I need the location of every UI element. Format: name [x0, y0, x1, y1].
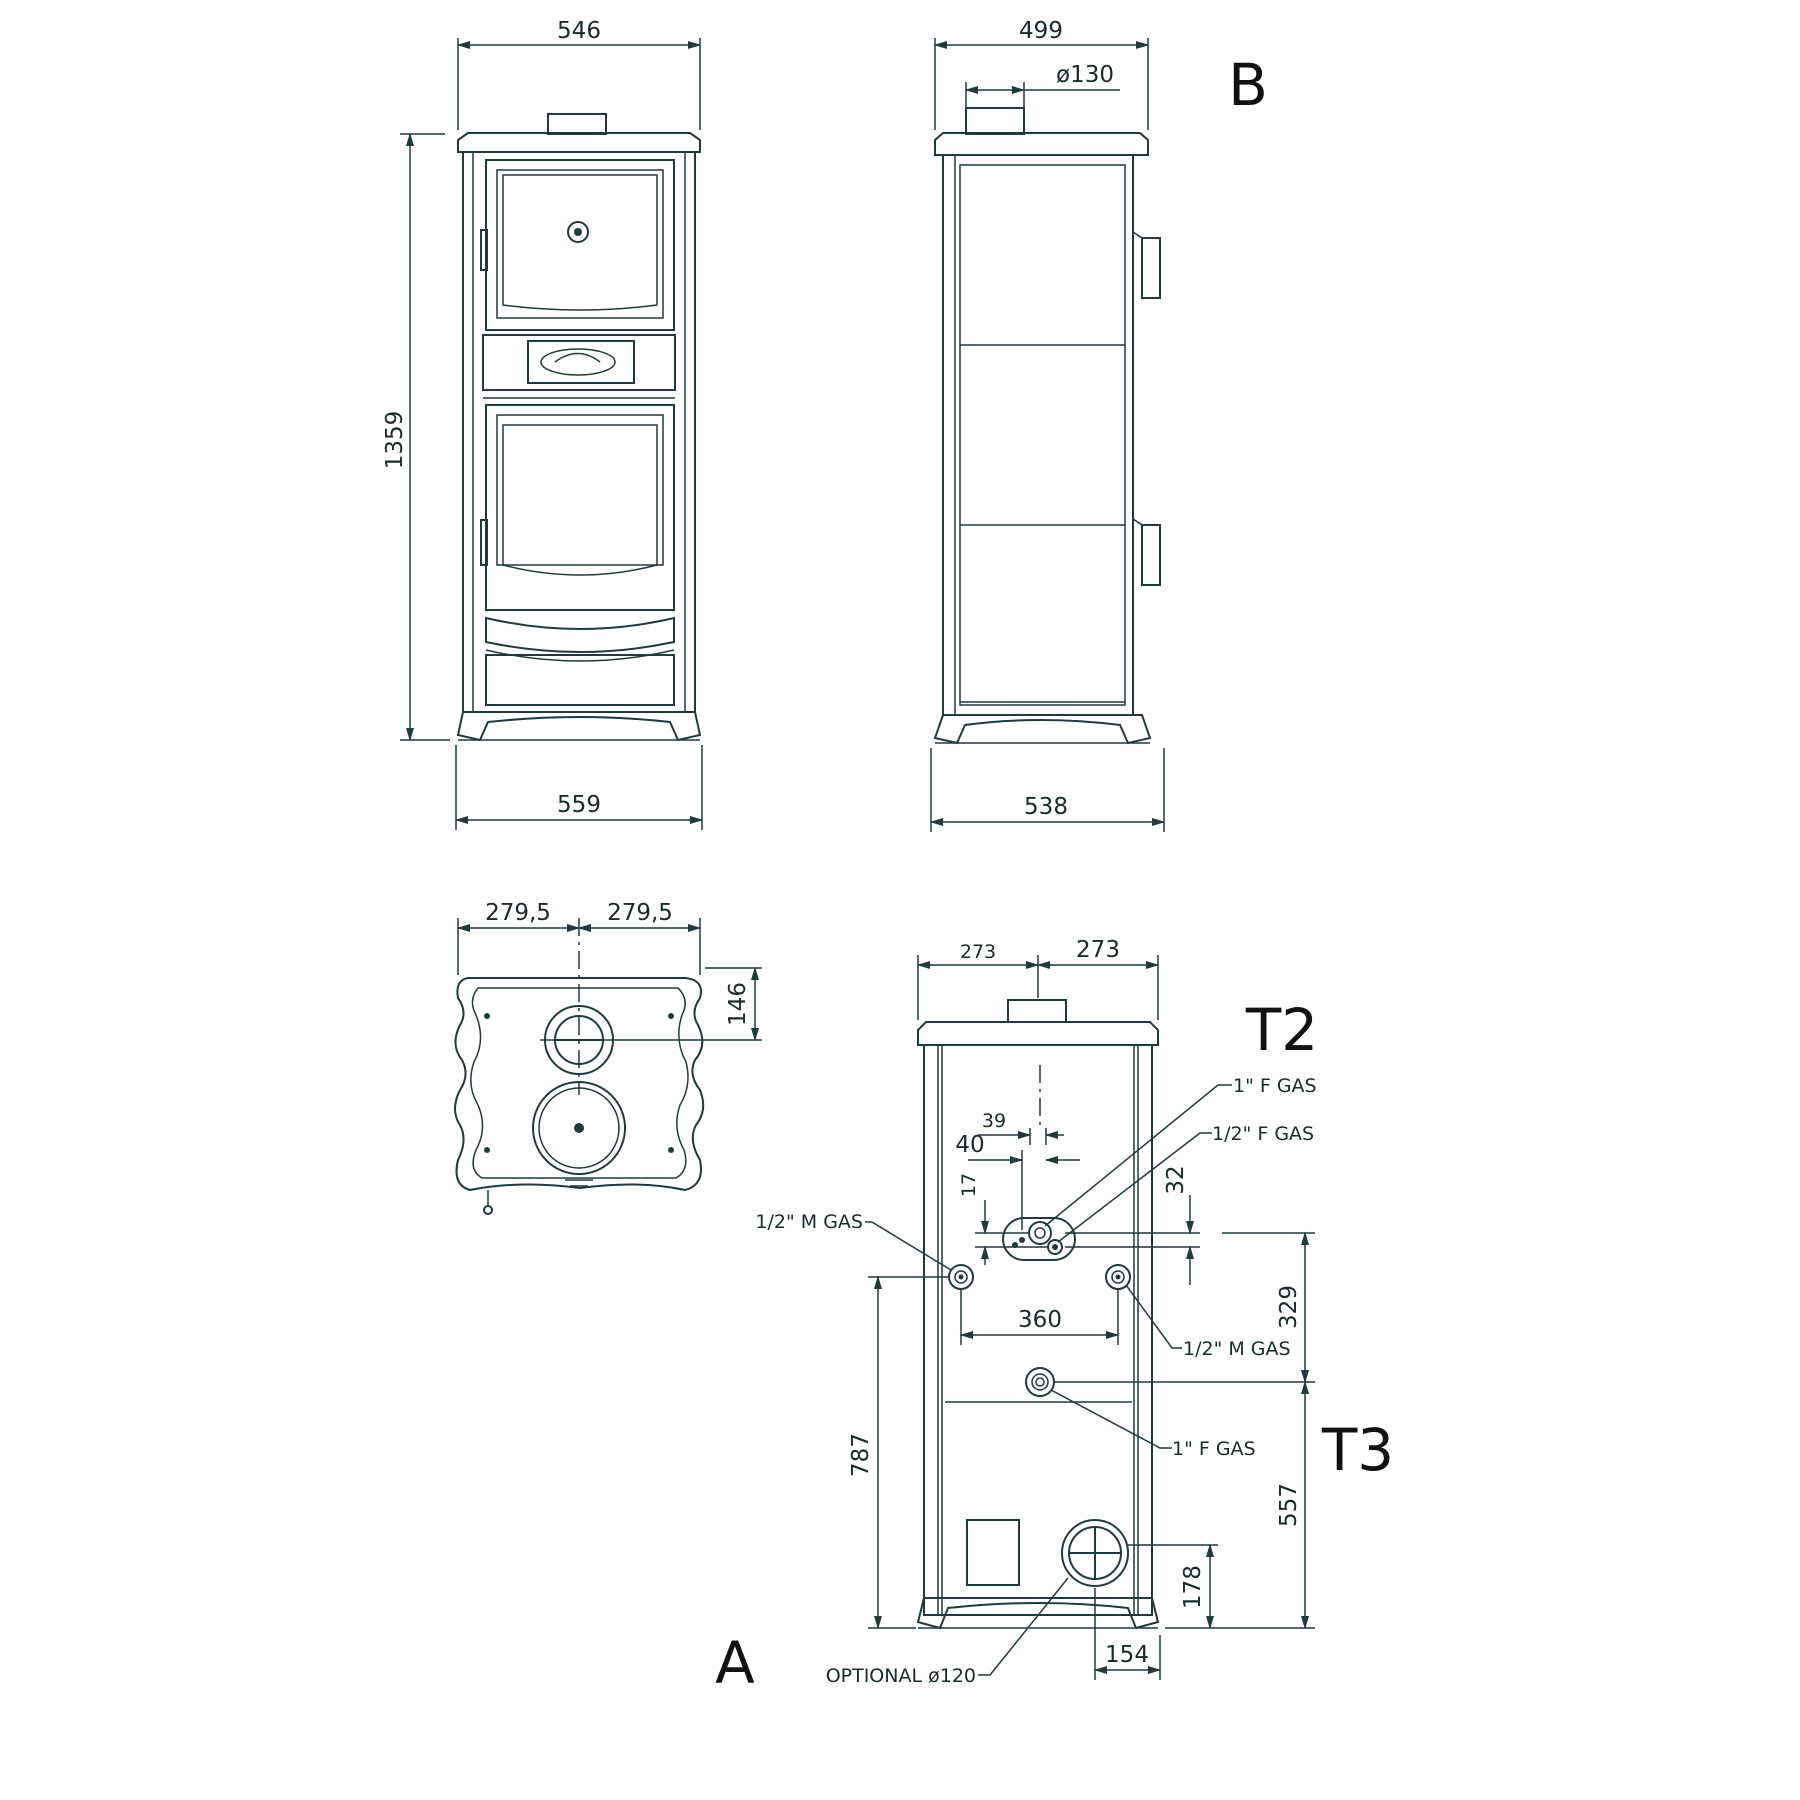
label-t3: T3 — [1321, 1416, 1394, 1484]
dim-39: 39 — [982, 1110, 1006, 1132]
dim-32: 32 — [1163, 1165, 1189, 1194]
label-half-m-gas-right: 1/2" M GAS — [1183, 1338, 1291, 1360]
label-half-m-gas-left: 1/2" M GAS — [755, 1211, 863, 1233]
label-a: A — [715, 1629, 755, 1697]
dim-273-right: 273 — [1076, 937, 1120, 963]
dim-787: 787 — [848, 1433, 874, 1477]
dim-329: 329 — [1276, 1285, 1302, 1329]
dim-178: 178 — [1180, 1565, 1206, 1609]
dim-17: 17 — [958, 1173, 980, 1197]
dim-1359: 1359 — [382, 411, 408, 470]
dim-279-5-right: 279,5 — [607, 900, 673, 926]
dim-273-left: 273 — [960, 941, 996, 963]
front-view: 546 559 1359 — [382, 18, 704, 830]
label-b: B — [1228, 51, 1268, 119]
label-1f-gas-top: 1" F GAS — [1233, 1075, 1317, 1097]
dim-546: 546 — [557, 18, 601, 44]
dim-40: 40 — [955, 1132, 984, 1158]
dim-154: 154 — [1105, 1642, 1149, 1668]
dim-557: 557 — [1276, 1483, 1302, 1527]
dim-559: 559 — [557, 792, 601, 818]
dim-538: 538 — [1024, 794, 1068, 820]
dim-360: 360 — [1018, 1307, 1062, 1333]
dim-146: 146 — [725, 982, 751, 1026]
label-t2: T2 — [1245, 996, 1318, 1064]
dim-279-5-left: 279,5 — [485, 900, 551, 926]
side-view: 499 ø130 538 — [929, 18, 1166, 832]
rear-view: 273 273 39 40 17 32 360 78 — [755, 937, 1316, 1687]
label-optional-flue: OPTIONAL ø120 — [826, 1665, 976, 1687]
label-1f-gas-bottom: 1" F GAS — [1172, 1438, 1256, 1460]
dim-flue-diameter: ø130 — [1056, 62, 1114, 88]
dim-499: 499 — [1019, 18, 1063, 44]
label-half-f-gas: 1/2" F GAS — [1212, 1123, 1314, 1145]
top-view: 279,5 279,5 146 — [454, 900, 762, 1215]
